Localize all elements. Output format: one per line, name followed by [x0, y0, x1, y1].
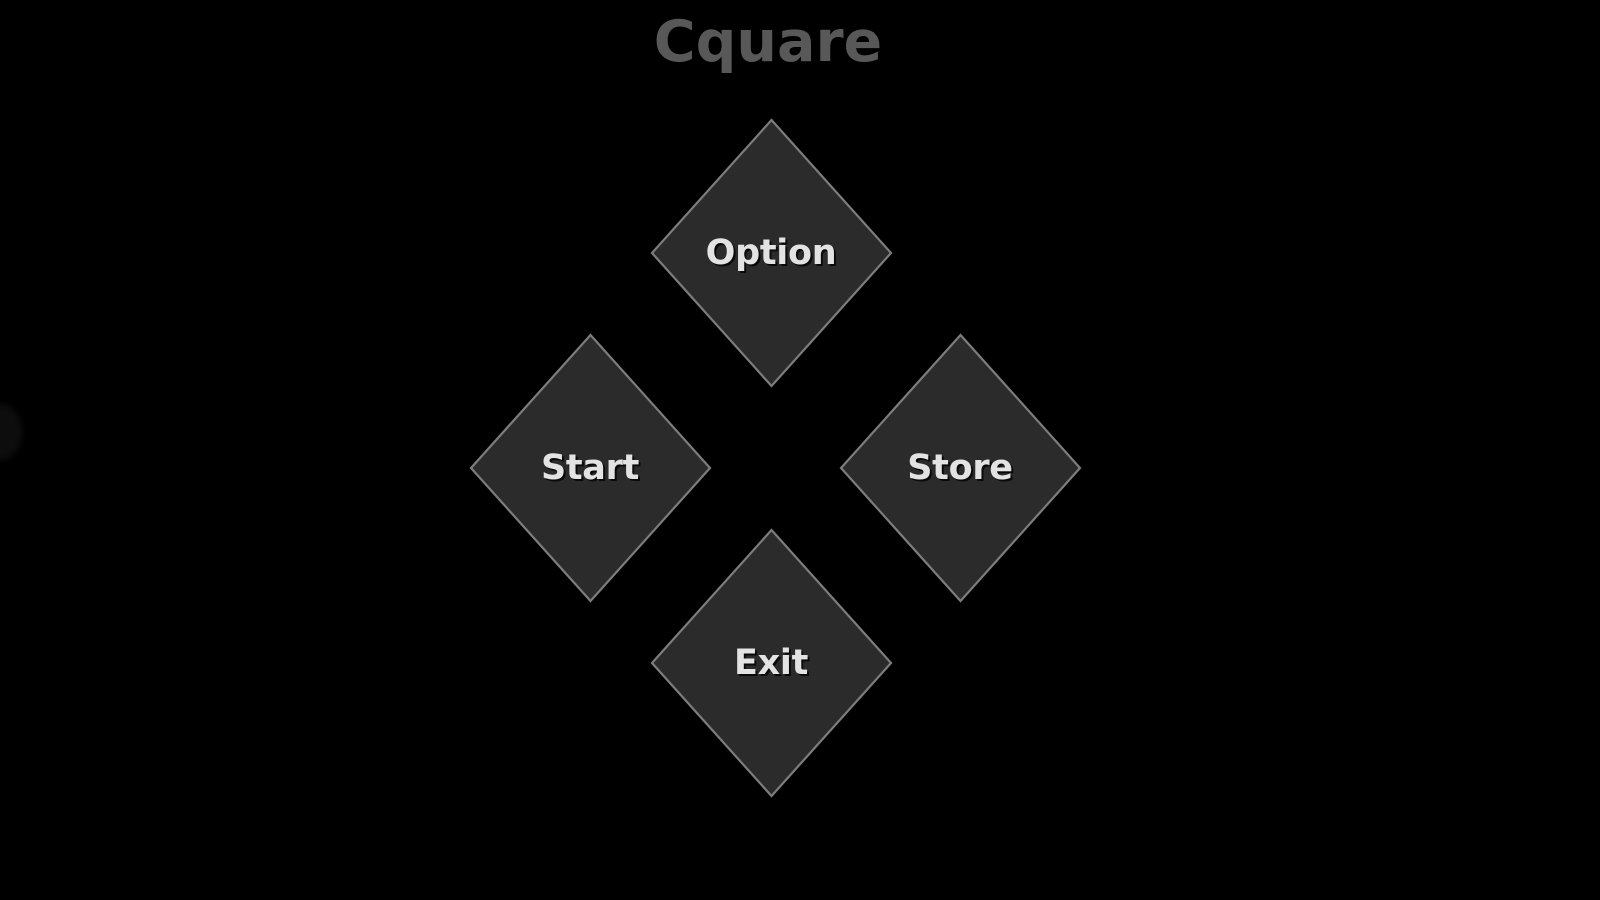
- menu-item-store-label: Store: [907, 448, 1013, 488]
- edge-orb-decoration: [0, 404, 22, 460]
- page-title: Cquare: [653, 9, 883, 75]
- menu-item-exit-label: Exit: [733, 643, 808, 683]
- menu-item-exit[interactable]: Exit: [650, 528, 893, 798]
- menu-item-option-label: Option: [705, 233, 837, 273]
- menu-item-start-label: Start: [540, 448, 640, 488]
